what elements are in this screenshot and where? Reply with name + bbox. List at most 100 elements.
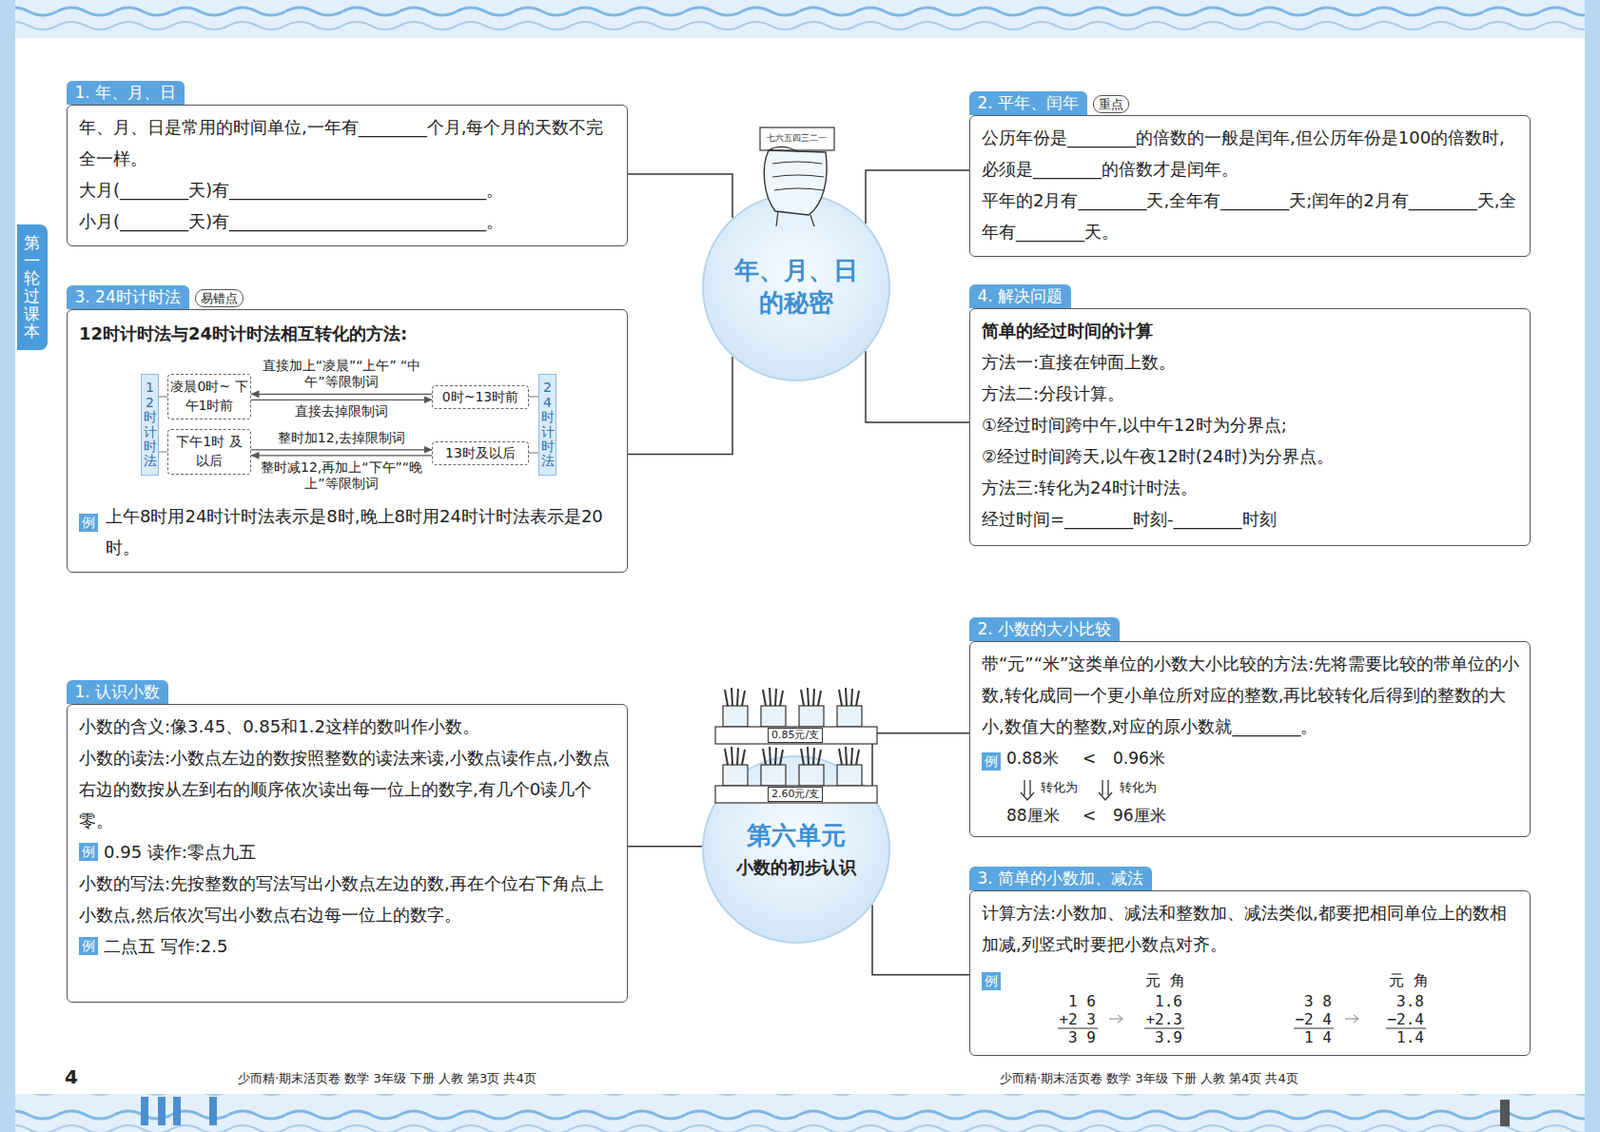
body-text: 方法一:直接在钟面上数。 (981, 346, 1521, 378)
section-heading: 1. 年、月、日 (66, 80, 186, 105)
example-text: 0.88米 (1006, 745, 1059, 771)
conversion-arrow (251, 399, 432, 401)
body-text: 小数的写法:先按整数的写法写出小数点左边的数,再在个位右下角点上小数点,然后依次… (78, 867, 618, 931)
branch-line (627, 356, 733, 455)
example-text: −2.4 (1366, 1010, 1425, 1029)
body-text: 平年的2月有________天,全年有________天;闰年的2月有_____… (981, 184, 1521, 248)
time-box: 0时~13时前 (431, 385, 529, 410)
topic-box: 2. 小数的大小比较带“元”“米”这类单位的小数大小比较的方法:先将需要比较的带… (969, 641, 1531, 838)
example-text: 1 6 (1038, 992, 1096, 1011)
side-strip (0, 0, 16, 1132)
price-tag: 2.60元/支 (767, 786, 823, 802)
side-tab: 第一轮 过课本 (17, 224, 48, 351)
wave-band (0, 0, 1600, 39)
key-tag: 易错点 (195, 289, 244, 308)
edge-bar (209, 1096, 217, 1126)
time-text: 0时~13时前 (442, 388, 519, 408)
example-text: 转化为 (1040, 778, 1078, 798)
edge-bar (1500, 1099, 1510, 1127)
topic-box: 1. 年、月、日年、月、日是常用的时间单位,一年有________个月,每个月的… (66, 104, 628, 247)
topic-box: 1. 认识小数小数的含义:像3.45、0.85和1.2这样的数叫作小数。小数的读… (66, 703, 628, 1003)
example-text: 0.95 读作:零点九五 (103, 836, 256, 868)
time-box: 凌晨0时~ 下午1时前 (167, 373, 252, 420)
example-text: 3.9 (1125, 1028, 1183, 1047)
example-text: 转化为 (1119, 778, 1157, 798)
time-text: 下午1时 及以后 (170, 432, 249, 470)
branch-line (872, 904, 970, 975)
example-text: 元 角 (1371, 971, 1429, 990)
section-heading: 2. 平年、闰年 (969, 91, 1089, 116)
example-text: 3.8 (1366, 992, 1425, 1011)
page-number: 4 (64, 1065, 79, 1089)
system-band: 12时计时法 (140, 373, 159, 476)
example-tag: 例 (78, 842, 98, 861)
example-text: 二点五 写作:2.5 (103, 930, 228, 962)
conversion-arrow (251, 448, 432, 450)
topic-box: 3. 简单的小数加、减法计算方法:小数加、减法和整数加、减法类似,都要把相同单位… (969, 890, 1531, 1056)
example-text: 0.96米 (1112, 745, 1166, 771)
example-text: < (1082, 802, 1096, 828)
time-box: 下午1时 及以后 (167, 429, 252, 475)
example-text: 3 9 (1038, 1028, 1096, 1047)
section-heading: 3. 简单的小数加、减法 (969, 866, 1153, 891)
time-box: 13时及以后 (431, 441, 529, 466)
body-text: 方法三:转化为24时计时法。 (981, 471, 1521, 504)
time-text: 13时及以后 (445, 444, 516, 464)
edge-bar (157, 1096, 166, 1126)
topic-box: 2. 平年、闰年公历年份是________的倍数的一般是闰年,但公历年份是100… (969, 115, 1531, 257)
example-tag: 例 (78, 513, 98, 532)
body-text: 小数的含义:像3.45、0.85和1.2这样的数叫作小数。 (78, 710, 618, 742)
body-text: 小数的读法:小数点左边的数按照整数的读法来读,小数点读作点,小数点右边的数按从左… (78, 741, 618, 837)
side-strip (1584, 0, 1600, 1132)
body-text: 大月(________天)有__________________________… (78, 174, 618, 206)
branch-line (872, 733, 970, 795)
example-text: 元 角 (1128, 971, 1186, 990)
conversion-arrow (251, 454, 432, 456)
edge-label: 整时减12,再加上“下午”“晚上”等限制词 (254, 459, 429, 492)
example-text: 96厘米 (1112, 802, 1167, 828)
example-text: 1.6 (1125, 992, 1183, 1011)
price-tag: 0.85元/支 (767, 727, 823, 743)
body-text: ②经过时间跨天,以午夜12时(24时)为分界点。 (981, 440, 1521, 472)
center-title: 第六单元 (746, 819, 846, 853)
topic-box: 4. 解决问题简单的经过时间的计算方法一:直接在钟面上数。方法二:分段计算。①经… (969, 308, 1531, 547)
wave-band (0, 1093, 1600, 1132)
branch-line (865, 170, 970, 224)
example-text: +2.3 (1125, 1010, 1183, 1029)
center-title: 年、月、日 的秘密 (732, 254, 860, 320)
body-text: 12时计时法与24时计时法相互转化的方法: (78, 317, 612, 350)
footer-text: 少而精·期末活页卷 数学 3年级 下册 人教 第3页 共4页 (237, 1071, 537, 1087)
edge-bar (173, 1096, 181, 1126)
example-text: +2 3 (1038, 1010, 1096, 1029)
body-text: ①经过时间跨中午,以中午12时为分界点; (981, 409, 1521, 441)
branch-line (865, 351, 970, 423)
body-text: 上午8时用24时计时法表示是8时,晚上8时用24时计时法表示是20时。 (105, 500, 614, 564)
body-text: 经过时间=________时刻-________时刻 (981, 503, 1521, 535)
edge-label: 整时加12,去掉限制词 (254, 429, 429, 447)
section-heading: 4. 解决问题 (969, 284, 1073, 309)
branch-line (627, 174, 733, 218)
example-tag: 例 (981, 752, 1001, 771)
section-heading: 3. 24时计时法 (66, 285, 190, 310)
center-circle: 年、月、日 的秘密 (702, 193, 891, 382)
body-text: 小月(________天)有__________________________… (78, 205, 618, 237)
footer-text: 少而精·期末活页卷 数学 3年级 下册 人教 第4页 共4页 (999, 1071, 1299, 1087)
time-text: 凌晨0时~ 下午1时前 (170, 377, 249, 415)
edge-label: 直接去掉限制词 (254, 403, 429, 420)
center-subtitle: 小数的初步认识 (736, 856, 857, 879)
body-text: 方法二:分段计算。 (981, 377, 1521, 410)
pencil-shelf (715, 687, 878, 803)
example-text: 1.4 (1366, 1028, 1425, 1047)
calendar-text: 七六五四三二一 (766, 133, 827, 144)
example-tag: 例 (78, 936, 98, 956)
example-text: 88厘米 (1006, 802, 1060, 828)
edge-bar (140, 1096, 149, 1126)
body-text: 简单的经过时间的计算 (981, 314, 1521, 347)
body-text: 计算方法:小数加、减法和整数加、减法类似,都要把相同单位上的数相加减,列竖式时要… (981, 897, 1521, 960)
section-heading: 1. 认识小数 (66, 680, 170, 704)
body-text: 带“元”“米”这类单位的小数大小比较的方法:先将需要比较的带单位的小数,转化成同… (981, 647, 1521, 742)
section-heading: 2. 小数的大小比较 (969, 617, 1121, 642)
branch-line (627, 845, 703, 848)
